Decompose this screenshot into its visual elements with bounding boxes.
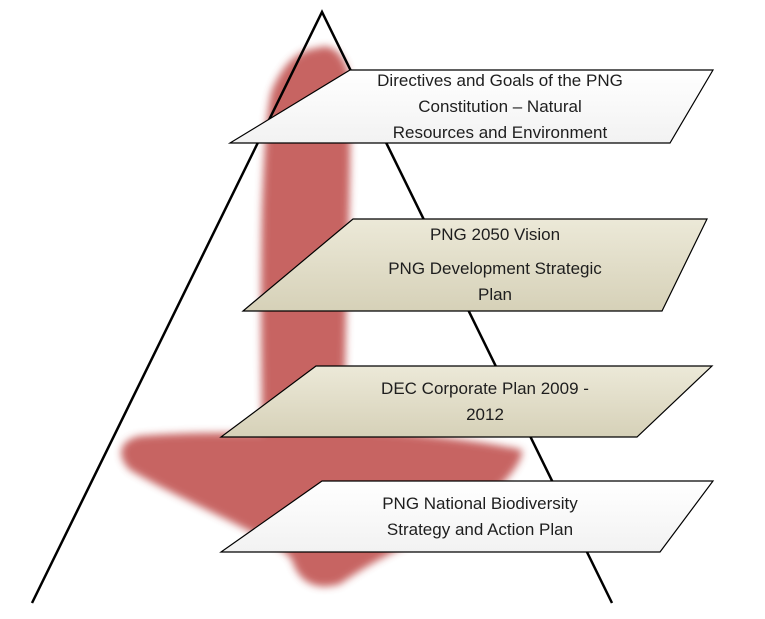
plate-dec-corporate: DEC Corporate Plan 2009 - 2012 (330, 366, 640, 437)
plate-text: Strategy and Action Plan (386, 519, 574, 539)
plate-nbsap: PNG National Biodiversity Strategy and A… (330, 481, 630, 552)
plate-text: Constitution – Natural (418, 96, 582, 116)
plate-vision-2050: PNG 2050 Vision PNG Development Strategi… (340, 219, 650, 311)
arrow-shape (121, 46, 523, 587)
plate-shape-2 (241, 218, 708, 312)
plate-text: PNG Development Strategic (388, 259, 602, 278)
plate-text: Directives and Goals of the PNG (377, 70, 623, 90)
plate-text: Resources and Environment (392, 122, 608, 142)
plate-constitution: Directives and Goals of the PNG Constitu… (330, 70, 670, 143)
plate-text: PNG 2050 Vision (429, 225, 561, 244)
plate-shape-1 (227, 69, 715, 144)
plate-text: Plan (477, 285, 513, 304)
plate-shape-3 (219, 365, 714, 438)
plate-text: 2012 (466, 404, 504, 424)
plate-shape-4 (219, 480, 715, 553)
plate-text: PNG National Biodiversity (382, 493, 578, 513)
plate-text: DEC Corporate Plan 2009 - (381, 378, 589, 398)
